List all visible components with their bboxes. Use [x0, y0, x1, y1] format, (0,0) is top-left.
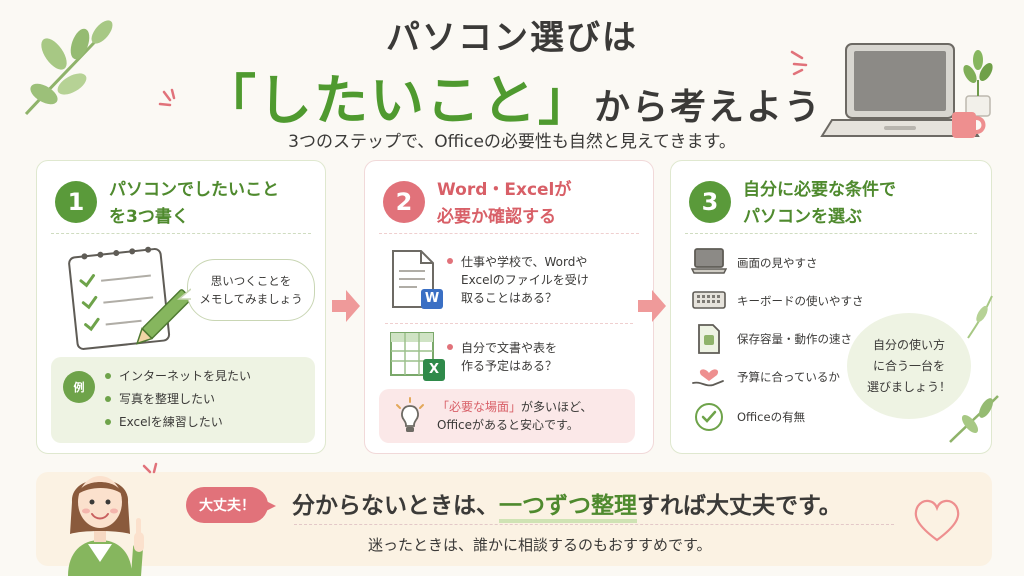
- notepad-checklist-icon: [68, 246, 189, 350]
- reassure-badge: 大丈夫！: [186, 487, 268, 523]
- hand-heart-icon: [692, 369, 724, 387]
- condition-storage: 保存容量・動作の速さ: [737, 332, 852, 346]
- step1-number: 1: [55, 181, 97, 223]
- mug-icon: [952, 112, 986, 138]
- sparkle-icon: [790, 50, 808, 76]
- leaf-branch-icon: [24, 20, 113, 116]
- list-item: 写真を整理したい: [105, 390, 215, 407]
- lightbulb-icon: [396, 397, 424, 432]
- monitor-icon: [691, 248, 727, 274]
- bubble-tail-icon: [177, 288, 191, 300]
- memo-speech-bubble: 思いつくことを メモしてみましょう: [187, 259, 315, 321]
- sparkle-icon: [158, 88, 176, 107]
- note-text: 「必要な場面」が多いほど、 Officeがあると安心です。: [437, 400, 593, 432]
- arrow-right-icon: [638, 290, 666, 322]
- arrow-right-icon: [332, 290, 360, 322]
- step3-title: 自分に必要な条件で パソコンを選ぶ: [743, 180, 896, 227]
- check-circle-icon: [695, 403, 723, 431]
- page-title: パソコン選びは: [386, 18, 638, 58]
- examples-box: 例 インターネットを見たい 写真を整理したい Excelを練習したい: [51, 357, 315, 443]
- list-item: インターネットを見たい: [105, 367, 251, 384]
- leaf-sprig-icon: [949, 395, 999, 443]
- laptop-illustration-icon: [820, 43, 993, 137]
- title-highlight: 「したいこと」: [201, 69, 594, 132]
- step2-note: 「必要な場面」が多いほど、 Officeがあると安心です。: [379, 389, 635, 443]
- keyboard-icon: [692, 291, 726, 309]
- banner-main-message: 分からないときは、一つずつ整理すれば大丈夫です。: [292, 486, 842, 523]
- step1-divider: [51, 233, 311, 234]
- condition-budget: 予算に合っているか: [737, 370, 840, 384]
- title-rest: から考えよう: [593, 87, 822, 128]
- step3-number: 3: [689, 181, 731, 223]
- step2-separator: [385, 323, 633, 324]
- example-tag: 例: [63, 371, 95, 403]
- step1-title: パソコンでしたいこと を3つ書く: [109, 180, 279, 227]
- sparkle-icon: [142, 462, 158, 474]
- page-subtitle: 3つのステップで、Officeの必要性も自然と見えてきます。: [288, 132, 736, 152]
- excel-sheet-icon: [390, 332, 445, 381]
- woman-avatar-icon: [68, 476, 144, 576]
- banner-divider: [294, 524, 894, 525]
- word-letter: W: [424, 291, 440, 306]
- word-document-icon: [392, 250, 443, 309]
- storage-icon: [698, 324, 720, 354]
- heart-outline-icon: [914, 499, 960, 542]
- badge-tail-icon: [264, 500, 276, 512]
- step3-card: 3 自分に必要な条件で パソコンを選ぶ 画面の見やすさ キーボードの使いやすさ …: [670, 160, 992, 454]
- step3-circle-note: 自分の使い方 に合う一台を 選びましょう！: [847, 313, 971, 419]
- question-2: 自分で文書や表を 作る予定はある？: [447, 339, 637, 375]
- step2-card: 2 Word・Excelが 必要か確認する W 仕事や学校で、Wordや Exc…: [364, 160, 654, 454]
- condition-office: Officeの有無: [737, 410, 806, 424]
- banner-sub-message: 迷ったときは、誰かに相談するのもおすすめです。: [368, 536, 712, 554]
- step2-number: 2: [383, 181, 425, 223]
- list-item: Excelを練習したい: [105, 413, 223, 430]
- leaf-sprig-icon: [967, 295, 993, 339]
- page-title-main: 「したいこと」から考えよう: [0, 56, 1024, 135]
- excel-letter: X: [428, 362, 440, 377]
- condition-keyboard: キーボードの使いやすさ: [737, 294, 864, 308]
- step1-card: 1 パソコンでしたいこと を3つ書く 思いつくことを メモしてみましょう 例: [36, 160, 326, 454]
- question-1: 仕事や学校で、Wordや Excelのファイルを受け 取ることはある？: [447, 253, 637, 307]
- step2-divider: [379, 233, 639, 234]
- condition-screen: 画面の見やすさ: [737, 256, 818, 270]
- step2-title: Word・Excelが 必要か確認する: [437, 180, 572, 227]
- step3-divider: [685, 233, 977, 234]
